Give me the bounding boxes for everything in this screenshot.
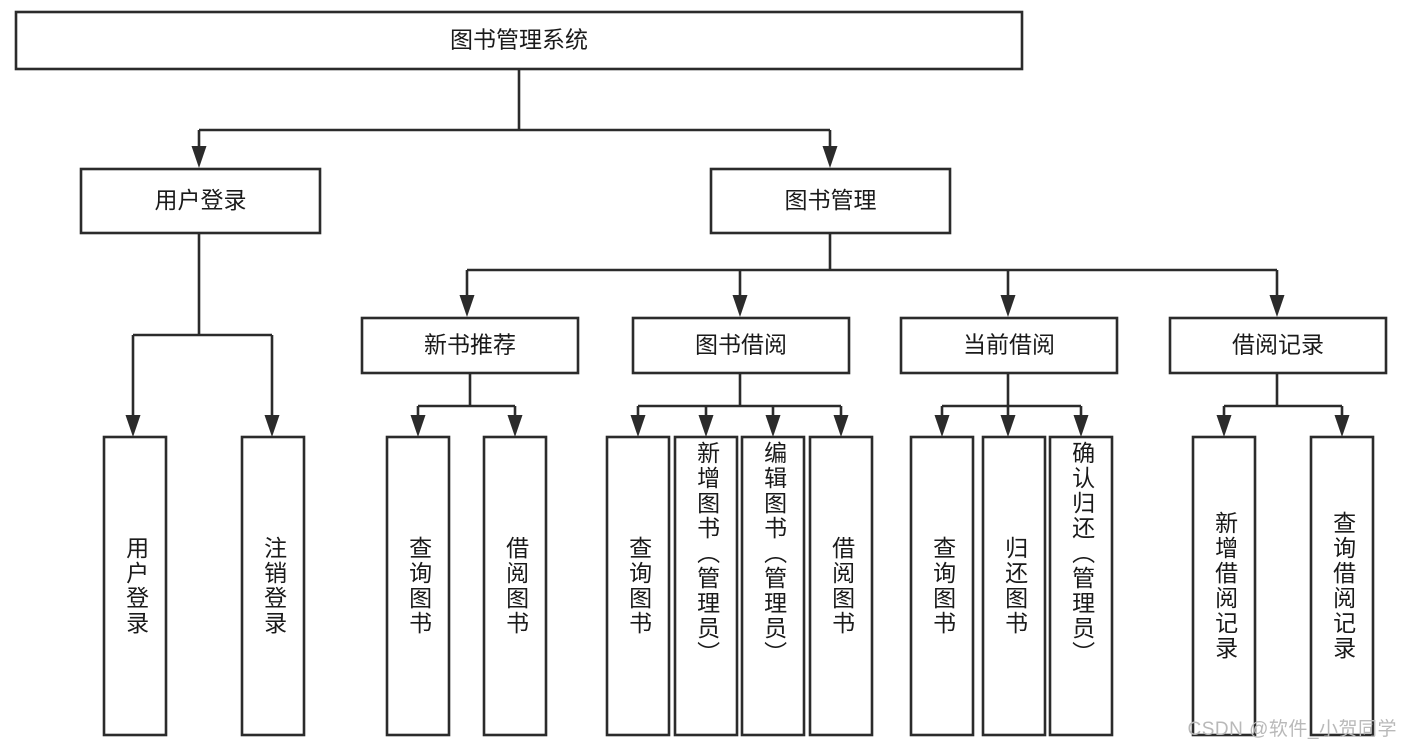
node-box-leaf-add-book[interactable] (673, 435, 739, 737)
arrow-leaf-user-login-icon (125, 415, 141, 437)
node-label-user-login: 用户登录 (155, 187, 247, 213)
node-box-leaf-confirm-return[interactable] (1048, 435, 1114, 737)
arrow-leaf-logout-icon (264, 415, 280, 437)
node-label-borrow-records: 借阅记录 (1232, 332, 1324, 358)
node-label-book-management: 图书管理 (785, 187, 877, 213)
node-box-current-borrow[interactable] (899, 316, 1119, 375)
arrow-to-current-borrow-icon (1000, 295, 1016, 317)
node-box-user-login[interactable] (79, 167, 322, 235)
node-box-leaf-user-login[interactable] (102, 435, 168, 737)
connector-lines (131, 69, 1344, 415)
arrow-leaf-confirm-return-icon (1073, 415, 1089, 437)
arrow-to-borrow-records-icon (1269, 295, 1285, 317)
node-box-leaf-borrow-book-1[interactable] (482, 435, 548, 737)
arrow-leaf-borrow-book-2-icon (833, 415, 849, 437)
arrow-leaf-query-record-icon (1334, 415, 1350, 437)
node-box-root[interactable] (14, 10, 1024, 71)
arrow-leaf-return-book-icon (1000, 415, 1016, 437)
node-box-book-management[interactable] (709, 167, 952, 235)
node-box-new-book-recommend[interactable] (360, 316, 580, 375)
node-label-root: 图书管理系统 (450, 27, 588, 53)
arrow-leaf-query-book-1-icon (410, 415, 426, 437)
arrow-heads (125, 146, 1350, 437)
node-box-borrow-records[interactable] (1168, 316, 1388, 375)
arrow-leaf-add-book-icon (698, 415, 714, 437)
arrow-leaf-add-record-icon (1216, 415, 1232, 437)
arrow-leaf-borrow-book-1-icon (507, 415, 523, 437)
node-box-leaf-add-record[interactable] (1191, 435, 1257, 737)
arrow-leaf-query-book-2-icon (630, 415, 646, 437)
node-box-leaf-query-book-2[interactable] (605, 435, 671, 737)
node-box-leaf-borrow-book-2[interactable] (808, 435, 874, 737)
node-box-leaf-query-book-1[interactable] (385, 435, 451, 737)
arrow-to-book-management-icon (822, 146, 838, 168)
arrow-leaf-edit-book-icon (765, 415, 781, 437)
node-label-current-borrow: 当前借阅 (963, 332, 1055, 358)
node-box-leaf-query-book-3[interactable] (909, 435, 975, 737)
watermark-text: CSDN @软件_小贺同学 (1187, 719, 1397, 740)
arrow-leaf-query-book-3-icon (934, 415, 950, 437)
node-box-leaf-return-book[interactable] (981, 435, 1047, 737)
node-box-leaf-logout[interactable] (240, 435, 306, 737)
node-box-leaf-query-record[interactable] (1309, 435, 1375, 737)
node-label-new-book-recommend: 新书推荐 (424, 332, 516, 358)
node-boxes (14, 10, 1388, 737)
arrow-to-new-book-recommend-icon (459, 295, 475, 317)
node-box-book-borrow[interactable] (631, 316, 851, 375)
node-box-leaf-edit-book[interactable] (740, 435, 806, 737)
node-label-book-borrow: 图书借阅 (695, 332, 787, 358)
arrow-to-book-borrow-icon (732, 295, 748, 317)
arrow-to-user-login-icon (191, 146, 207, 168)
